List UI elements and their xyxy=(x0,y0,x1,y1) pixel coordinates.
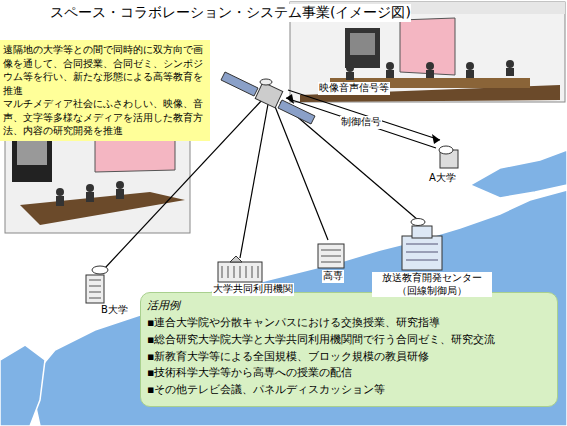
building-institute xyxy=(218,256,262,282)
usage-heading: 活用例 xyxy=(147,299,551,314)
building-label: 高専 xyxy=(322,270,344,283)
usage-item: ▪新教育大学等による全国規模、ブロック規模の教員研修 xyxy=(147,350,551,365)
building-label: B大学 xyxy=(100,304,129,317)
building-kosen xyxy=(318,244,344,268)
summary-box: 遠隔地の大学等との間で同時的に双方向で画像を通して、合同授業、合同ゼミ、シンポジ… xyxy=(0,40,210,141)
building-label: 大学共同利用機関 xyxy=(212,283,294,296)
building-a xyxy=(439,146,458,168)
signal-label: 映像音声信号等 xyxy=(318,82,390,95)
usage-item: ▪連合大学院や分散キャンパスにおける交換授業、研究指導 xyxy=(147,316,551,331)
classroom-photo xyxy=(5,125,190,233)
title: スペース・コラボレーション・システム事業(イメージ図) xyxy=(50,4,411,22)
building-label: 放送教育開発センター （回線制御局） xyxy=(372,272,492,297)
usage-item: ▪技術科学大学等から高専への授業の配信 xyxy=(147,366,551,381)
summary-text: マルチメディア社会にふさわしい、映像、音声、文字等多様なメディアを活用した教育方… xyxy=(3,97,207,138)
signal-label: 制御信号 xyxy=(340,116,382,129)
summary-text: 遠隔地の大学等との間で同時的に双方向で画像を通して、合同授業、合同ゼミ、シンポジ… xyxy=(3,43,207,97)
usage-box: 活用例 ▪連合大学院や分散キャンパスにおける交換授業、研究指導 ▪総合研究大学院大学… xyxy=(140,292,558,407)
arrowhead xyxy=(432,134,440,144)
building-center xyxy=(402,219,442,271)
satellite xyxy=(221,72,315,124)
building-b xyxy=(86,266,108,303)
usage-item: ▪総合研究大学院大学と大学共同利用機関間で行う合同ゼミ、研究交流 xyxy=(147,333,551,348)
building-label: A大学 xyxy=(428,172,457,185)
usage-item: ▪その他テレビ会議、パネルディスカッション等 xyxy=(147,383,551,398)
